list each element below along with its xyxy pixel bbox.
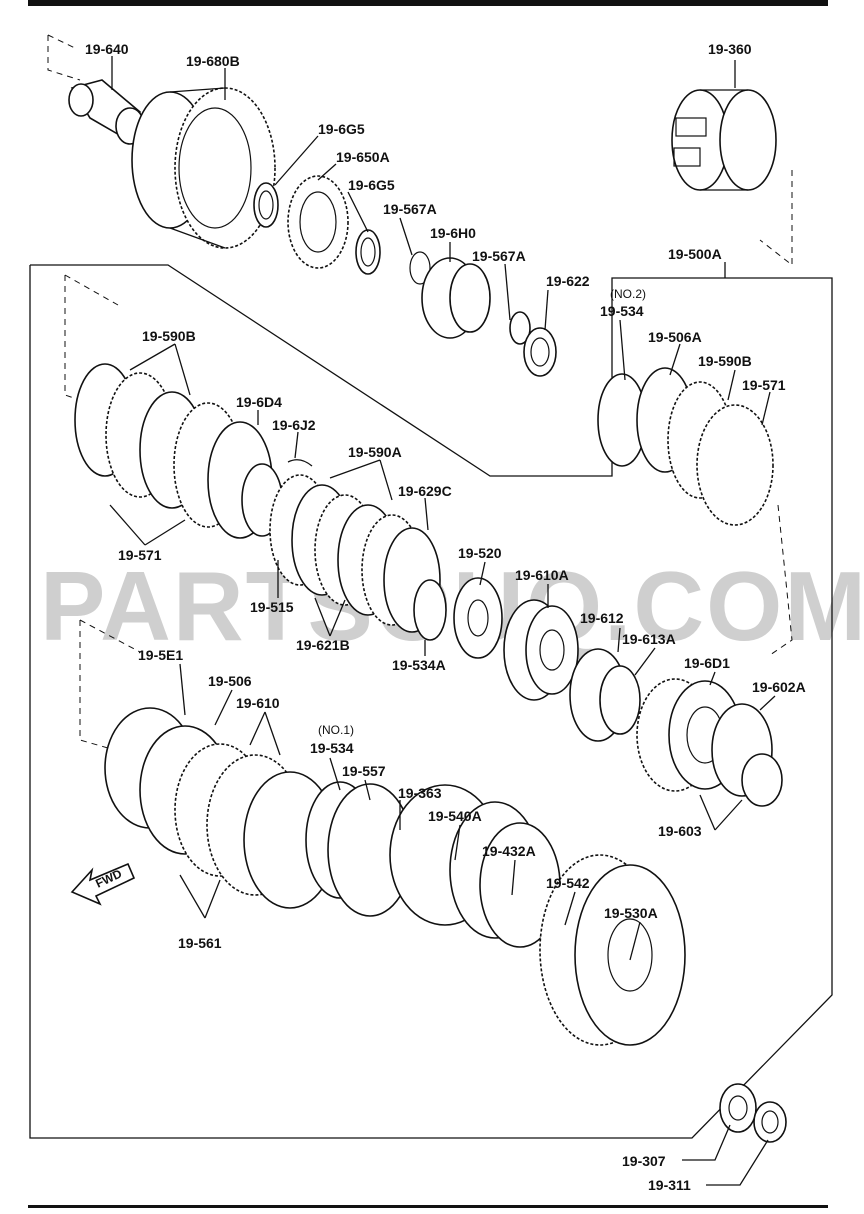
label-19-571-left: 19-571 [118, 547, 162, 563]
label-19-6D1: 19-6D1 [684, 655, 730, 671]
label-19-311: 19-311 [648, 1177, 691, 1193]
label-19-680B: 19-680B [186, 53, 240, 69]
label-19-360: 19-360 [708, 41, 752, 57]
label-19-363: 19-363 [398, 785, 442, 801]
label-19-629C: 19-629C [398, 483, 452, 499]
label-19-590B-left: 19-590B [142, 328, 196, 344]
top-row-rings [253, 175, 557, 377]
leader-lines [109, 56, 776, 1186]
label-19-590A: 19-590A [348, 444, 402, 460]
label-19-506: 19-506 [208, 673, 252, 689]
label-19-6H0: 19-6H0 [430, 225, 476, 241]
label-19-613A: 19-613A [622, 631, 676, 647]
label-19-561: 19-561 [178, 935, 222, 951]
label-19-6G5-b: 19-6G5 [348, 177, 395, 193]
label-19-534A: 19-534A [392, 657, 446, 673]
label-19-557: 19-557 [342, 763, 386, 779]
fwd-arrow-icon: FWD [70, 862, 136, 906]
clutch-pack-left [74, 363, 313, 539]
shaft-19-640 [68, 79, 145, 145]
label-19-432A: 19-432A [482, 843, 536, 859]
watermark: PARTSOUQ.COM [40, 551, 864, 661]
label-19-540A: 19-540A [428, 808, 482, 824]
label-19-567A-a: 19-567A [383, 201, 437, 217]
note-no2: (NO.2) [610, 287, 646, 301]
part-labels: 19-640 19-680B 19-360 19-6G5 19-650A 19-… [85, 41, 806, 1193]
piston-19-6D1 [636, 678, 783, 807]
piston-19-520 [453, 577, 503, 659]
label-19-534-no1: 19-534 [310, 740, 354, 756]
label-19-542: 19-542 [546, 875, 590, 891]
label-19-590B-right: 19-590B [698, 353, 752, 369]
assembly-outline [29, 264, 833, 1139]
label-19-612: 19-612 [580, 610, 624, 626]
label-19-500A: 19-500A [668, 246, 722, 262]
label-19-520: 19-520 [458, 545, 502, 561]
label-19-571-right: 19-571 [742, 377, 786, 393]
hub-19-610A [503, 599, 579, 701]
label-19-530A: 19-530A [604, 905, 658, 921]
label-19-610A: 19-610A [515, 567, 569, 583]
bearing-19-307 [719, 1083, 787, 1143]
label-19-5E1: 19-5E1 [138, 647, 183, 663]
label-19-603: 19-603 [658, 823, 702, 839]
label-19-640: 19-640 [85, 41, 129, 57]
label-19-621B: 19-621B [296, 637, 350, 653]
band-19-360 [671, 89, 777, 191]
label-19-307: 19-307 [622, 1153, 666, 1169]
drum-19-540A [389, 784, 561, 948]
drum-19-680B [131, 87, 276, 249]
dashed-guides [47, 34, 793, 749]
bottom-border [28, 1205, 828, 1208]
label-19-6J2: 19-6J2 [272, 417, 316, 433]
top-border [28, 0, 828, 6]
label-19-602A: 19-602A [752, 679, 806, 695]
drum-19-530A [539, 854, 686, 1046]
label-19-650A: 19-650A [336, 149, 390, 165]
label-19-506A: 19-506A [648, 329, 702, 345]
label-19-567A-b: 19-567A [472, 248, 526, 264]
label-19-515: 19-515 [250, 599, 294, 615]
clutch-pack-lower [104, 707, 413, 917]
label-19-622: 19-622 [546, 273, 590, 289]
label-19-610: 19-610 [236, 695, 280, 711]
seals-19-612 [569, 648, 641, 742]
note-no1: (NO.1) [318, 723, 354, 737]
label-19-6D4: 19-6D4 [236, 394, 282, 410]
label-19-534-no2: 19-534 [600, 303, 644, 319]
clutch-pack-center [269, 474, 447, 641]
label-19-6G5-a: 19-6G5 [318, 121, 365, 137]
clutch-pack-right [597, 367, 774, 526]
